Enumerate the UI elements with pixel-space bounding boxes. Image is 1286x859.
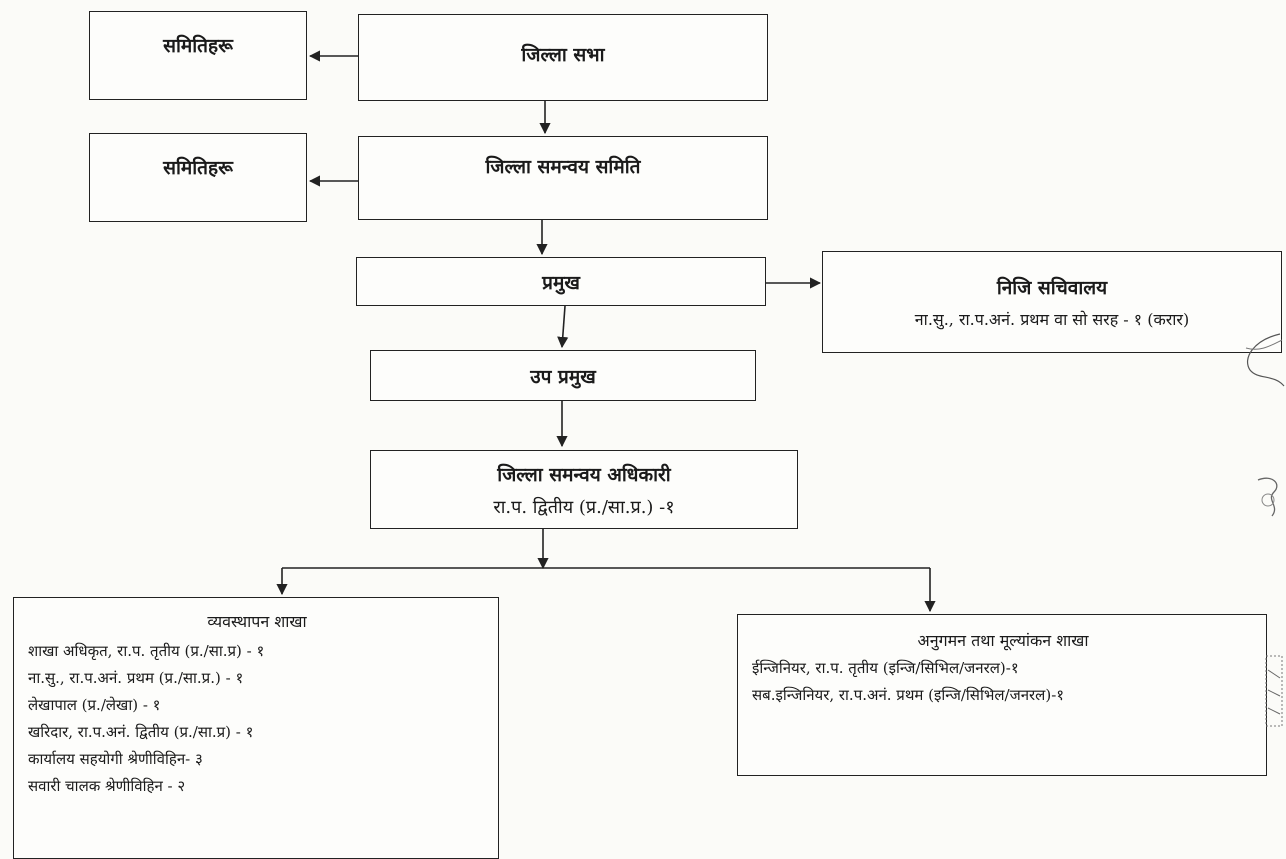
district-assembly-label: जिल्ला सभा — [521, 44, 605, 66]
monitoring-section-title: अनुगमन तथा मूल्यांकन शाखा — [917, 631, 1089, 650]
management-section-title: व्यवस्थापन शाखा — [207, 612, 307, 631]
monitoring-section-box: अनुगमन तथा मूल्यांकन शाखा ईन्जिनियर, रा.… — [737, 614, 1267, 776]
deputy-chief-label: उप प्रमुख — [530, 365, 596, 388]
stamp-mark — [1265, 655, 1283, 727]
management-staff-item: ना.सु., रा.प.अनं. प्रथम (प्र./सा.प्र.) -… — [28, 669, 244, 687]
district-coordination-officer-title: जिल्ला समन्वय अधिकारी — [497, 463, 671, 486]
chief-label: प्रमुख — [542, 271, 580, 294]
management-staff-item: सवारी चालक श्रेणीविहिन - २ — [28, 777, 186, 795]
signature-mark — [1245, 333, 1285, 387]
district-assembly-box: जिल्ला सभा — [358, 14, 768, 101]
management-staff-item: कार्यालय सहयोगी श्रेणीविहिन- ३ — [28, 750, 203, 768]
private-secretariat-box: निजि सचिवालय ना.सु., रा.प.अनं. प्रथम वा … — [822, 251, 1282, 353]
stamp-mark — [1257, 477, 1278, 517]
committees-box-1: समितिहरू — [89, 11, 307, 100]
district-coordination-committee-label: जिल्ला समन्वय समिति — [485, 156, 641, 178]
management-section-box: व्यवस्थापन शाखा शाखा अधिकृत, रा.प. तृतीय… — [13, 597, 499, 859]
deputy-chief-box: उप प्रमुख — [370, 350, 756, 401]
arrow-chief-to-deputy-chief — [557, 305, 569, 349]
district-coordination-officer-staff: रा.प. द्वितीय (प्र./सा.प्र.) -१ — [493, 496, 675, 518]
management-staff-item: लेखापाल (प्र./लेखा) - १ — [28, 696, 161, 714]
district-coordination-officer-box: जिल्ला समन्वय अधिकारी रा.प. द्वितीय (प्र… — [370, 450, 798, 529]
committees-label-2: समितिहरू — [163, 157, 233, 179]
district-coordination-committee-box: जिल्ला समन्वय समिति — [358, 136, 768, 220]
monitoring-staff-item: सब.इन्जिनियर, रा.प.अनं. प्रथम (इन्जि/सिभ… — [752, 686, 1065, 704]
private-secretariat-title: निजि सचिवालय — [996, 277, 1108, 299]
private-secretariat-staff: ना.सु., रा.प.अनं. प्रथम वा सो सरह - १ (क… — [914, 310, 1190, 329]
committees-box-2: समितिहरू — [89, 133, 307, 222]
management-staff-item: शाखा अधिकृत, रा.प. तृतीय (प्र./सा.प्र) -… — [28, 642, 265, 660]
management-staff-item: खरिदार, रा.प.अनं. द्वितीय (प्र./सा.प्र) … — [28, 723, 254, 741]
monitoring-staff-item: ईन्जिनियर, रा.प. तृतीय (इन्जि/सिभिल/जनरल… — [752, 659, 1019, 677]
chief-box: प्रमुख — [356, 257, 766, 306]
committees-label-1: समितिहरू — [163, 35, 233, 57]
